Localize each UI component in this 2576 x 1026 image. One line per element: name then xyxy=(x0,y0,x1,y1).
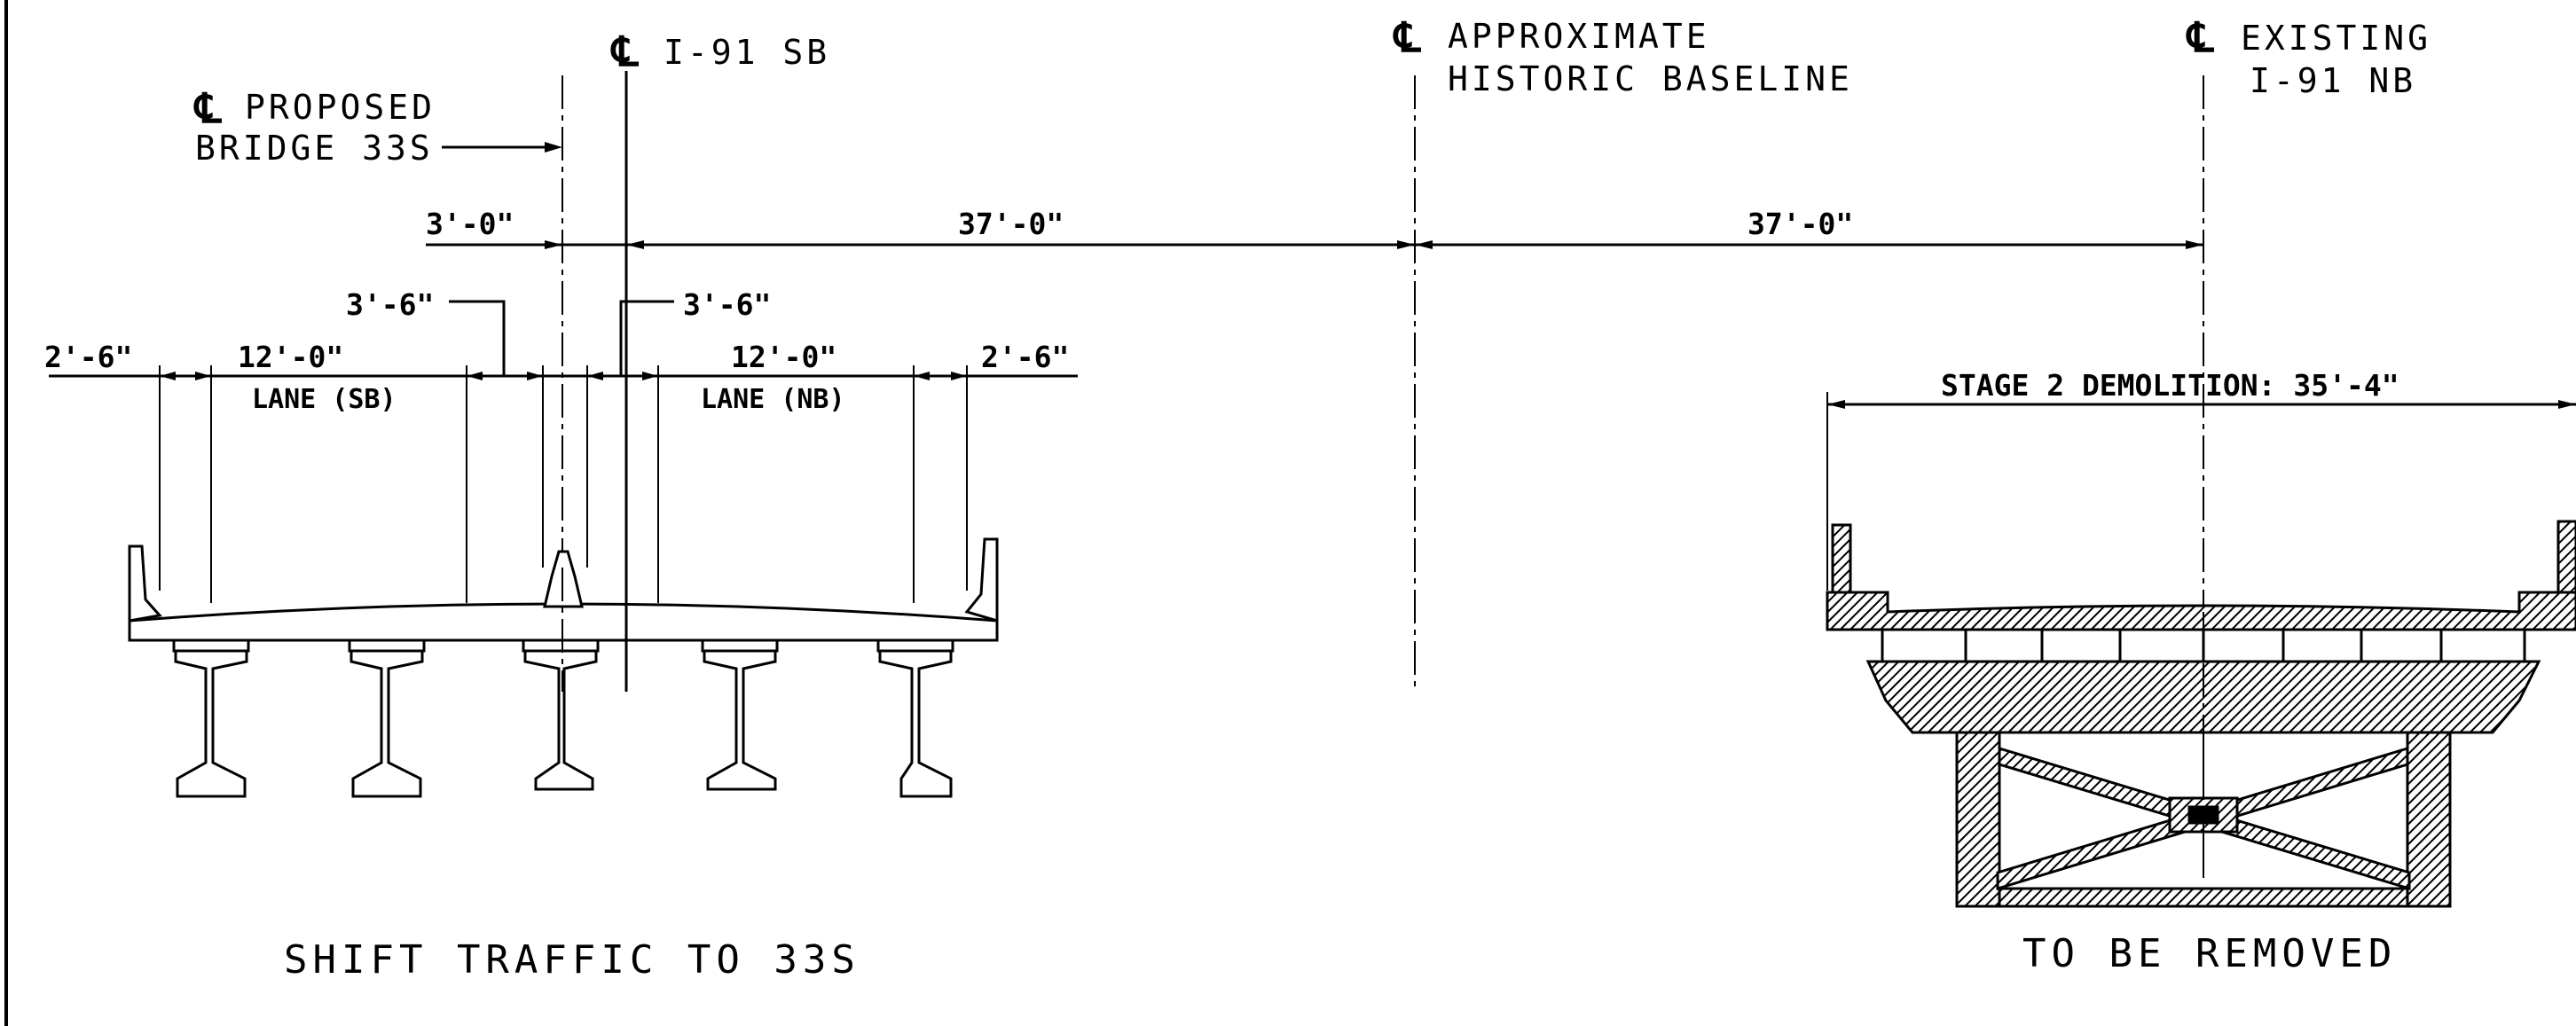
dim-lane-nb-width: 12'-0" xyxy=(731,340,836,374)
cl-symbol-sb: ℄ xyxy=(610,27,640,75)
dim-median-left: 3'-6" xyxy=(346,287,434,322)
arrow-proposed-bridge xyxy=(545,142,562,153)
dim-shoulder-left: 2'-6" xyxy=(44,340,132,374)
demolition-dimension-line xyxy=(1826,392,2576,591)
dim-median-right: 3'-6" xyxy=(683,287,771,322)
dim-stage2-demolition: STAGE 2 DEMOLITION: 35'-4" xyxy=(1941,368,2399,403)
label-lane-nb: LANE (NB) xyxy=(701,384,845,415)
label-lane-sb: LANE (SB) xyxy=(252,384,397,415)
cl-symbol-proposed: ℄ xyxy=(193,84,223,132)
label-existing: EXISTING xyxy=(2241,19,2431,58)
leader-median-right xyxy=(619,300,674,376)
dim-lane-sb-width: 12'-0" xyxy=(238,340,343,374)
leader-median-left xyxy=(449,300,506,376)
label-bridge-33s: BRIDGE 33S xyxy=(195,129,434,168)
caption-shift-traffic: SHIFT TRAFFIC TO 33S xyxy=(284,937,860,983)
label-i91-sb: I-91 SB xyxy=(664,33,830,72)
cl-symbol-historic: ℄ xyxy=(1393,13,1422,61)
caption-to-be-removed: TO BE REMOVED xyxy=(2022,931,2397,976)
dim-shoulder-right: 2'-6" xyxy=(981,340,1069,374)
dim-span-right: 37'-0" xyxy=(1747,207,1853,241)
top-dimension-line xyxy=(426,240,2203,249)
dim-span-left: 37'-0" xyxy=(958,207,1064,241)
label-proposed: PROPOSED xyxy=(245,88,436,127)
label-historic-baseline: HISTORIC BASELINE xyxy=(1448,59,1853,98)
label-approximate: APPROXIMATE xyxy=(1448,17,1710,56)
cl-symbol-existing: ℄ xyxy=(2186,13,2215,61)
label-i91-nb: I-91 NB xyxy=(2250,61,2416,100)
dim-3-0: 3'-0" xyxy=(426,207,514,241)
proposed-bridge-section xyxy=(128,537,999,798)
lane-dimension-line xyxy=(49,365,1078,603)
existing-bridge-section xyxy=(1826,520,2576,908)
